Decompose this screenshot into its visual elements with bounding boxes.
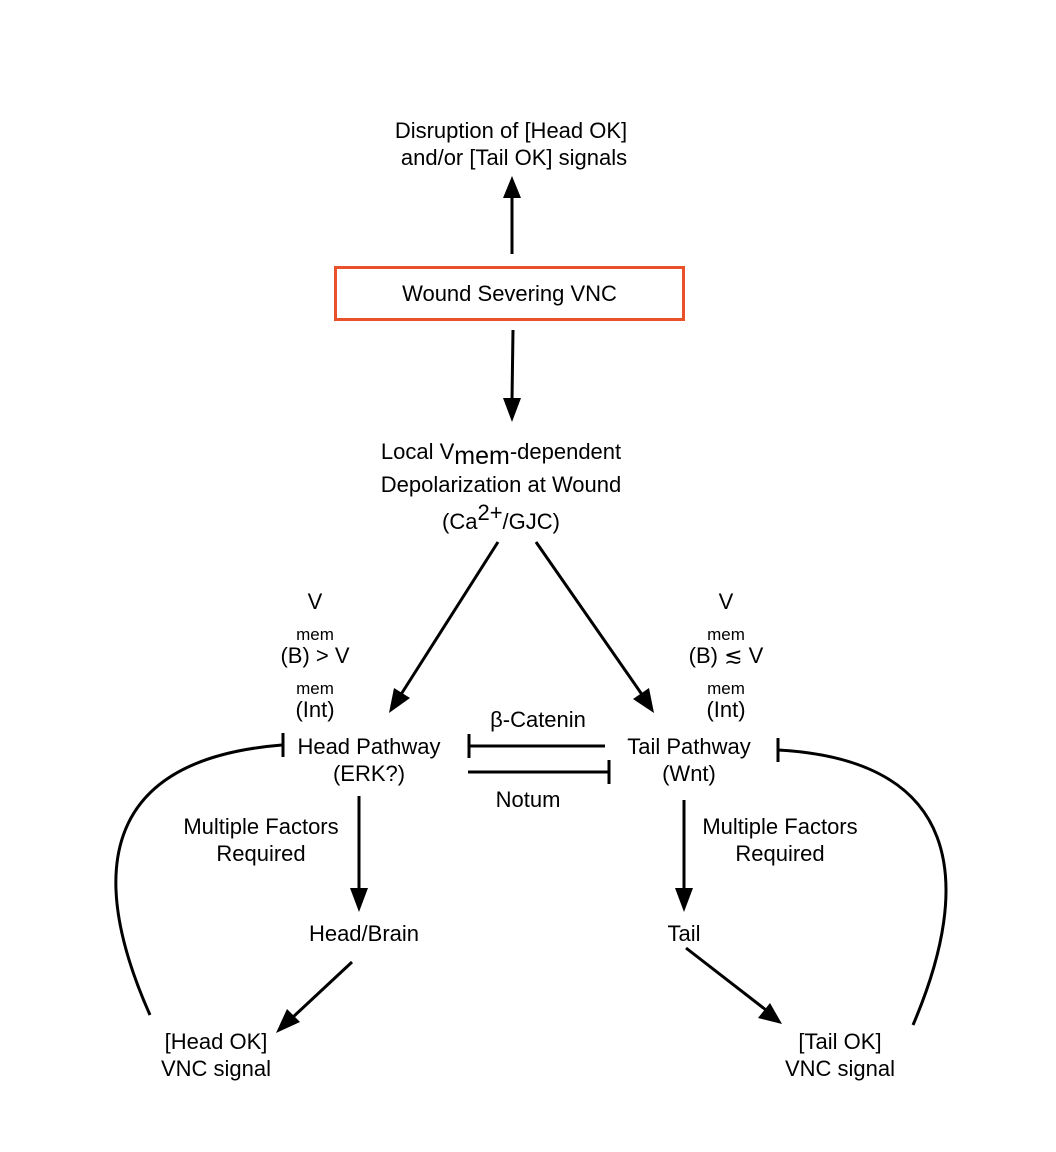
arrowhead-headok [276, 1009, 300, 1033]
head-ok-signal-node: [Head OK] VNC signal [141, 1028, 291, 1082]
right-factors-line1: Multiple Factors [702, 814, 858, 839]
depolarization-node: Local Vmem-dependent Depolarization at W… [351, 438, 651, 535]
right-factors-line2: Required [735, 841, 825, 866]
tail-ok-signal-node: [Tail OK] VNC signal [765, 1028, 915, 1082]
beta-catenin-label: β-Catenin [490, 707, 586, 732]
feedback-curve-tail [777, 748, 948, 1026]
wound-label: Wound Severing VNC [402, 281, 617, 306]
arrow-depol-to-tail [534, 541, 645, 697]
feedback-curve-head [114, 743, 283, 1016]
arrowhead-tail [675, 888, 693, 912]
head-pathway-line1: Head Pathway [297, 734, 441, 759]
arrowhead-up-disruption [503, 176, 521, 198]
tail-ok-line1: [Tail OK] [798, 1029, 882, 1054]
arrow-tail-to-tailok [685, 946, 767, 1012]
left-factors-line2: Required [216, 841, 306, 866]
tail-node: Tail [667, 921, 701, 946]
arrowhead-tail-pathway [633, 688, 654, 713]
depolarization-line1: Local Vmem-dependent [380, 439, 622, 470]
head-ok-line1: [Head OK] [164, 1029, 268, 1054]
arrowhead-head-brain [350, 888, 368, 912]
disruption-node: Disruption of [Head OK] and/or [Tail OK]… [361, 117, 661, 171]
arrowhead-tailok [758, 1003, 782, 1024]
arrow-depol-to-head [398, 541, 500, 697]
disruption-line1: Disruption of [Head OK] [394, 118, 628, 143]
arrowhead-head-pathway [389, 688, 410, 713]
depolarization-line2: Depolarization at Wound [380, 472, 622, 497]
wound-node: Wound Severing VNC [334, 266, 685, 321]
disruption-line2: and/or [Tail OK] signals [400, 145, 628, 170]
left-factors-line1: Multiple Factors [183, 814, 339, 839]
tail-pathway-node: Tail Pathway (Wnt) [614, 733, 764, 787]
tail-pathway-line1: Tail Pathway [627, 734, 751, 759]
arrow-wound-to-depolarization [510, 329, 515, 401]
tail-ok-line2: VNC signal [784, 1056, 896, 1081]
head-brain-node: Head/Brain [308, 921, 420, 946]
arrowhead-down-depolarization [503, 398, 521, 422]
notum-label: Notum [495, 787, 561, 812]
right-factors-label: Multiple Factors Required [685, 813, 875, 867]
head-pathway-line2: (ERK?) [332, 761, 406, 786]
arrow-brain-to-headok [290, 960, 354, 1020]
head-pathway-node: Head Pathway (ERK?) [284, 733, 454, 787]
left-factors-label: Multiple Factors Required [166, 813, 356, 867]
head-ok-line2: VNC signal [160, 1056, 272, 1081]
tail-pathway-line2: (Wnt) [662, 761, 716, 786]
depolarization-line3: (Ca2+/GJC) [442, 500, 560, 534]
